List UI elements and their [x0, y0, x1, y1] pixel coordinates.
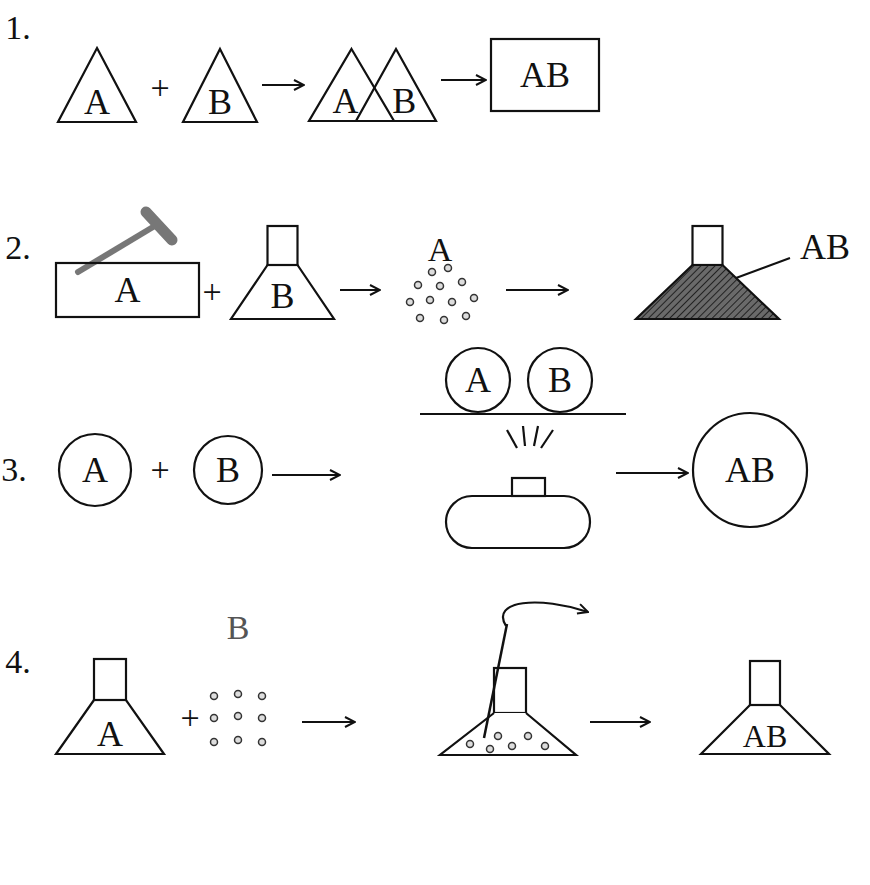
row-number: 3. [1, 453, 27, 487]
plus-sign: + [202, 275, 221, 309]
heated-circle: A [445, 347, 511, 413]
reaction-arrow [262, 84, 304, 86]
node-label: A [332, 83, 358, 119]
node-label: AB [520, 57, 570, 93]
product-flask: AB [700, 660, 830, 755]
node-label: B [270, 278, 294, 314]
solid-block: A [55, 262, 200, 318]
plus-sign: + [150, 71, 169, 105]
leader-line [736, 258, 790, 278]
product-box: AB [490, 38, 600, 112]
product-circle: AB [692, 412, 808, 528]
plus-sign: + [150, 453, 169, 487]
node-label: B [216, 452, 240, 488]
filled-flask: AB [635, 225, 780, 320]
row-number: 1. [5, 11, 31, 45]
reactant-triangle: A [57, 47, 137, 123]
node-label: A [97, 716, 123, 752]
node-label: B [208, 84, 232, 120]
contact-triangle: A [308, 48, 395, 122]
plus-sign: + [180, 701, 199, 735]
flask: A [55, 658, 165, 755]
node-label: B [392, 83, 416, 119]
row-number: 2. [5, 231, 31, 265]
reactant-triangle: B [182, 48, 258, 123]
substance-label: B [227, 611, 250, 645]
burner-setup [420, 414, 626, 548]
node-label: A [82, 452, 108, 488]
heated-circle: B [527, 347, 593, 413]
node-label: A [115, 272, 141, 308]
stirring-flask [440, 603, 588, 755]
node-label: A [84, 84, 110, 120]
outline [635, 225, 780, 320]
node-label: A [465, 362, 491, 398]
node-label: AB [743, 720, 787, 752]
substance-label: A [428, 233, 453, 267]
contact-triangle: B [355, 48, 437, 122]
row-number: 4. [5, 645, 31, 679]
node-label: AB [800, 229, 850, 265]
reaction-arrow [441, 79, 486, 81]
reactant-circle: B [193, 435, 263, 505]
reactant-circle: A [58, 433, 132, 507]
particles [211, 265, 478, 746]
node-label: B [548, 362, 572, 398]
reaction-arrows [272, 290, 688, 722]
node-label: AB [725, 452, 775, 488]
flask: B [230, 225, 335, 320]
